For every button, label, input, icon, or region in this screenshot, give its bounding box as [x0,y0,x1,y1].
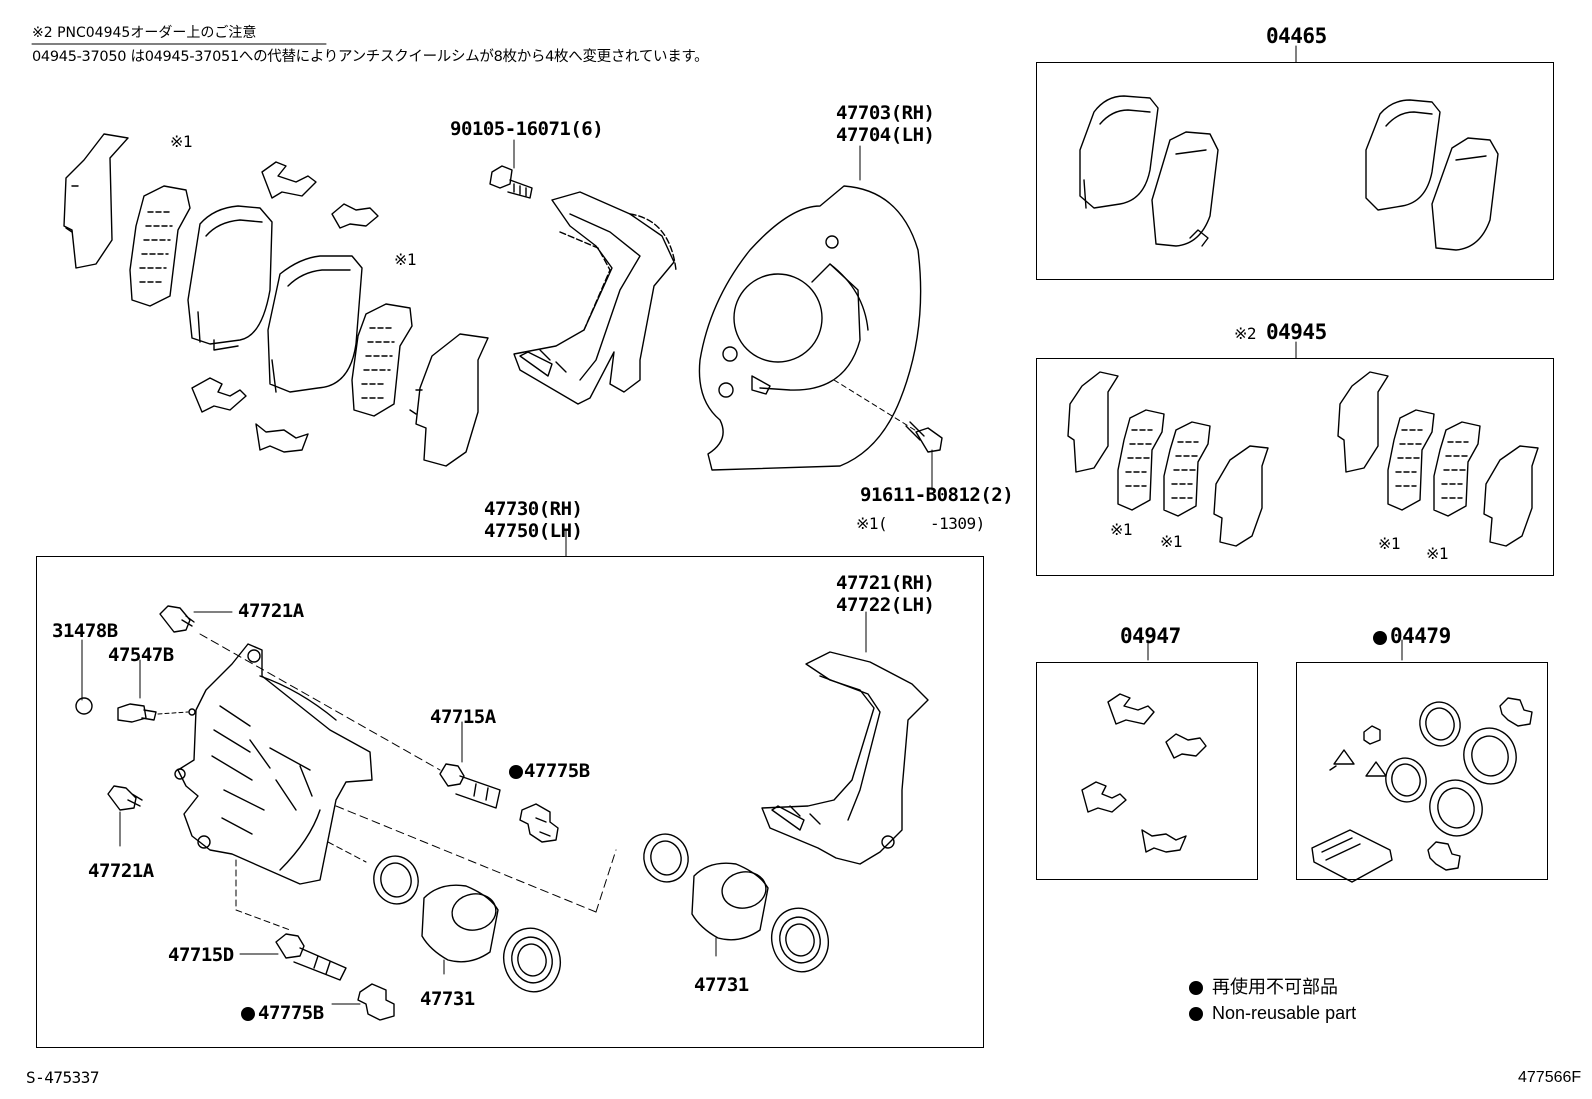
kit-04947-clips [1082,694,1206,852]
label-31478b: 31478B [52,620,118,642]
label-47775b-bottom: 47775B [258,1002,324,1024]
label-kit-04947: 04947 [1120,624,1181,648]
kit-04479-seals [1312,698,1532,882]
label-47750-lh: 47750(LH) [484,520,583,542]
kit-04945-shims [1068,372,1538,546]
order-note-title: ※2 PNC04945オーダー上のご注意 [32,25,257,41]
anti-squeal-shim-left [130,186,190,306]
label-47721a-top: 47721A [238,600,304,622]
label-47715d: 47715D [168,944,234,966]
kit-04945-marker-2: ※1 [1160,532,1183,551]
label-47775b-top: 47775B [524,760,590,782]
brake-pad-inner [188,206,272,350]
kit-04947-box [1036,662,1258,880]
shim-marker-right: ※1 [394,250,417,269]
bolt-90105 [490,140,532,198]
label-47731-left: 47731 [420,988,475,1010]
label-47731-right: 47731 [694,974,749,996]
anti-squeal-shim-outer-right [410,334,488,466]
label-47721a-bottom: 47721A [88,860,154,882]
footer-right-code: 477566F [1518,1069,1582,1086]
label-90105-16071: 90105-16071(6) [450,118,604,140]
disc-brake-dust-cover [699,146,920,470]
caliper-mounting-top [514,192,676,404]
label-47547b: 47547B [108,644,174,666]
label-kit-04945-prefix: ※2 [1234,324,1257,343]
kit-04945-marker-3: ※1 [1378,534,1401,553]
label-47703-rh: 47703(RH) [836,102,935,124]
order-note-detail: 04945-37050 は04945-37051への代替によりアンチスクイールシ… [32,49,709,65]
label-note-1309-mark: ※1( [856,514,888,533]
bolt-91611 [906,422,942,490]
anti-squeal-shim-outer-left [64,134,128,268]
label-kit-04465: 04465 [1266,24,1327,48]
label-47721-rh: 47721(RH) [836,572,935,594]
caliper-assembly-parts [76,606,928,1020]
anti-squeal-shim-right [352,304,412,416]
label-47730-rh: 47730(RH) [484,498,583,520]
legend-non-reusable-en: Non-reusable part [1212,1003,1357,1023]
label-note-1309-tail: -1309) [930,514,985,533]
footer-left-code: S-475337 [26,1068,100,1087]
label-47704-lh: 47704(LH) [836,124,935,146]
label-47715a: 47715A [430,706,496,728]
kit-04465-pads [1080,96,1498,250]
caliper-assembly-box [36,556,984,1048]
shim-marker-left: ※1 [170,132,193,151]
legend-non-reusable-jp: 再使用不可部品 [1212,977,1338,997]
kit-04945-marker-1: ※1 [1110,520,1133,539]
label-47722-lh: 47722(LH) [836,594,935,616]
kit-04945-marker-4: ※1 [1426,544,1449,563]
kit-04945-box [1036,358,1554,576]
kit-04479-box [1296,662,1548,880]
label-kit-04479: 04479 [1390,624,1451,648]
pad-support-clips [192,162,378,452]
label-91611-b0812: 91611-B0812(2) [860,484,1014,506]
label-kit-04945: 04945 [1266,320,1327,344]
kit-04465-box [1036,62,1554,280]
brake-pad-outer [268,256,362,392]
